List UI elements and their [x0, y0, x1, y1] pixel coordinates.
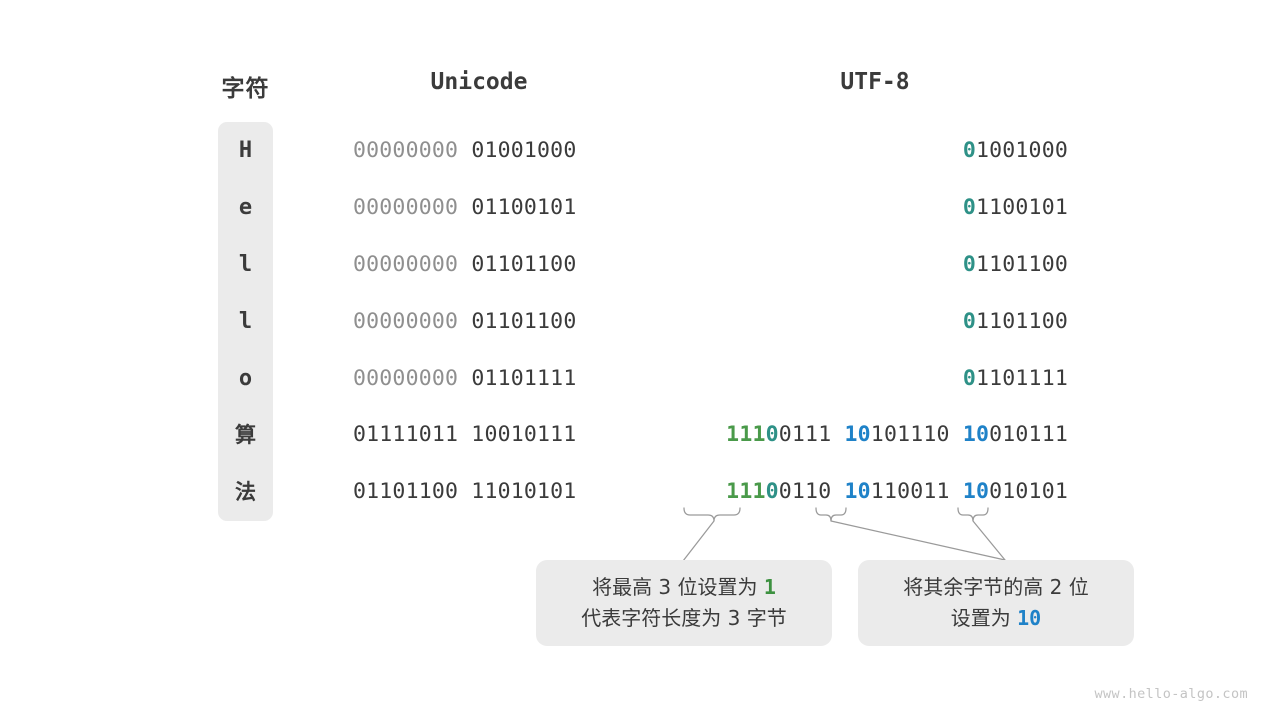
- character-cell: 法: [235, 480, 256, 504]
- character-column-panel: [218, 122, 273, 521]
- annotation-line: 设置为 10: [950, 606, 1042, 630]
- annotation-line: 将其余字节的高 2 位: [903, 575, 1089, 599]
- utf8-value: 11100110 10110011 10010101: [726, 479, 1068, 504]
- unicode-value: 00000000 01101111: [353, 366, 577, 391]
- character-cell: H: [238, 138, 253, 163]
- unicode-value: 00000000 01101100: [353, 309, 577, 334]
- annotation-line: 将最高 3 位设置为 1: [592, 575, 776, 599]
- unicode-value: 00000000 01001000: [353, 138, 577, 163]
- column-header-unicode: Unicode: [430, 69, 528, 95]
- utf8-value: 01101111: [962, 366, 1068, 391]
- unicode-value: 00000000 01100101: [353, 195, 577, 220]
- annotation-line: 代表字符长度为 3 字节: [581, 606, 787, 630]
- unicode-value: 00000000 01101100: [353, 252, 577, 277]
- character-cell: e: [238, 195, 253, 220]
- watermark: www.hello-algo.com: [1094, 686, 1248, 702]
- utf8-value: 11100111 10101110 10010111: [726, 422, 1068, 447]
- column-header-character: 字符: [221, 76, 270, 102]
- character-cell: 算: [235, 423, 256, 447]
- character-cell: l: [238, 309, 253, 334]
- column-header-utf8: UTF-8: [840, 69, 910, 95]
- utf8-value: 01101100: [962, 252, 1068, 277]
- unicode-value: 01101100 11010101: [353, 479, 577, 504]
- annotation-note-continuation-byte: 将其余字节的高 2 位 设置为 10: [858, 560, 1134, 646]
- annotation-note-lead-byte: 将最高 3 位设置为 1 代表字符长度为 3 字节: [536, 560, 832, 646]
- character-cell: o: [238, 366, 253, 391]
- unicode-value: 01111011 10010111: [353, 422, 577, 447]
- character-cell: l: [238, 252, 253, 277]
- utf8-value: 01101100: [962, 309, 1068, 334]
- utf8-value: 01001000: [962, 138, 1068, 163]
- utf8-value: 01100101: [962, 195, 1068, 220]
